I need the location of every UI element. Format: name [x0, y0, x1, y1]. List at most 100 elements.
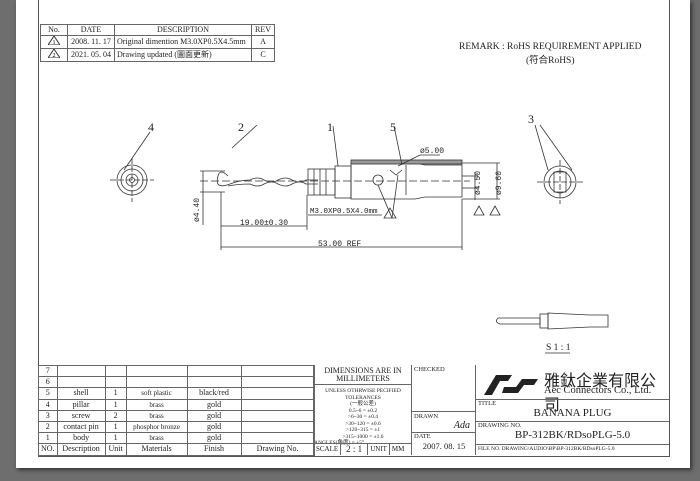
callout-3: 3	[528, 112, 534, 126]
scale-view: S 1 : 1	[496, 312, 609, 354]
bom-cell-finish: gold	[186, 398, 242, 411]
remark-line2: (符合RoHS)	[525, 56, 575, 66]
checked-label: CHECKED	[414, 366, 445, 373]
bom-cell-desc: body	[56, 432, 106, 445]
callout-2: 2	[238, 120, 244, 134]
callout-1: 1	[327, 120, 333, 134]
title-label: TITLE	[478, 400, 497, 407]
bom-cell-no: 5	[38, 387, 58, 400]
bom-header: Finish	[186, 443, 242, 456]
scale-value: 2 : 1	[341, 444, 369, 455]
rev-letter: C	[251, 48, 275, 62]
tolerance-line: (一般公差)	[350, 401, 376, 407]
tolerance-line: >120~315 = ±1	[345, 427, 381, 433]
unit-label: UNIT	[368, 444, 390, 455]
bom-cell-no: 6	[38, 376, 58, 389]
bom-cell-unit: 1	[104, 387, 127, 400]
revision-table: No. DATE DESCRIPTION REV 1 2008. 11. 17 …	[40, 24, 275, 62]
dim-thread: M3.0XP0.5X4.0mm	[310, 208, 378, 216]
dim-d960: ø9.60	[495, 171, 504, 195]
bom-cell-mat: brass	[125, 398, 188, 411]
company-name-en: Aec Connectors Co., Ltd.	[544, 385, 652, 396]
bom-cell-mat	[125, 376, 188, 389]
end-view-left	[110, 131, 154, 202]
bom-cell-unit: 1	[104, 420, 127, 434]
bom-cell-mat	[125, 364, 188, 378]
drawing-number: BP-312BK/RDsoPLG-5.0	[514, 429, 631, 441]
side-view	[200, 124, 501, 250]
bom-header: Unit	[104, 443, 127, 456]
bom-cell-finish	[186, 364, 242, 378]
company-logo	[484, 375, 538, 395]
bom-cell-mat: phosphor bronze	[125, 420, 188, 434]
bom-row: 7	[38, 364, 315, 378]
unit-value: MM	[391, 445, 405, 453]
bom-cell-desc: pillar	[56, 398, 106, 411]
bom-cell-finish: black/red	[186, 387, 242, 400]
tolerance-line: 0.5~6 = ±0.2	[348, 407, 378, 414]
scale-label: SCALE	[314, 444, 342, 455]
bom-cell-desc	[56, 376, 106, 389]
bom-cell-dwg	[240, 376, 315, 389]
bom-header: Description	[56, 443, 106, 456]
end-view-right	[534, 124, 583, 204]
remark: REMARK : RoHS REQUIREMENT APPLIED (符合RoH…	[459, 42, 641, 66]
bom-cell-mat: brass	[125, 432, 188, 445]
callout-4: 4	[148, 120, 154, 134]
bom-cell-no: 7	[38, 364, 58, 378]
bom-cell-dwg	[240, 432, 315, 445]
bom-row: 6	[38, 376, 315, 389]
triangle-icon	[473, 205, 485, 216]
approval-block: CHECKED DRAWN Ada DATE 2007. 08. 15	[411, 365, 476, 455]
dim-d500: ø5.00	[420, 147, 444, 156]
bom-cell-mat: brass	[125, 409, 188, 422]
bom-cell-no: 1	[38, 432, 58, 445]
tolerance-line: >30~120 = ±0.6	[345, 420, 381, 427]
tolerance-title: UNLESS OTHRWISE PECIFIED TOLERANCES	[325, 388, 401, 401]
drawn-label: DRAWN	[414, 413, 439, 420]
bom-cell-finish: gold	[186, 409, 242, 422]
tolerance-line: >315~1000 = ±1.6	[342, 433, 384, 440]
dim-19: 19.00±0.30	[240, 219, 288, 228]
tolerance-line: >6~30 = ±0.4	[347, 414, 379, 420]
title-block: 雅鈦企業有限公司 Aec Connectors Co., Ltd. TITLE …	[475, 365, 669, 455]
rev-row: 1 2008. 11. 17 Original dimention M3.0XP…	[40, 35, 275, 49]
bom-cell-dwg	[240, 409, 315, 422]
rev-row: 2 2021. 05. 04 Drawing updated (圖面更新) C	[40, 48, 275, 62]
bom-cell-desc: shell	[56, 387, 106, 400]
bom-cell-finish	[186, 376, 242, 389]
bom-cell-dwg	[240, 420, 315, 434]
rev-letter: A	[251, 35, 275, 49]
bom-cell-finish: gold	[186, 432, 242, 445]
triangle-icon	[383, 207, 397, 219]
date-label: DATE	[414, 433, 431, 440]
bom-cell-mat: soft plastic	[125, 387, 188, 400]
file-number: FILE NO. DRAWING\AUDIO\BP\BP-312BK/RDsoP…	[478, 446, 615, 452]
bom-cell-unit: 1	[104, 432, 127, 445]
dim-d450: ø4.50	[474, 171, 483, 195]
svg-text:1: 1	[53, 40, 56, 45]
drawing-date: 2007. 08. 15	[422, 441, 466, 451]
drawing-frame	[38, 0, 670, 457]
bom-cell-finish: gold	[186, 420, 242, 434]
bom-cell-unit: 1	[104, 398, 127, 411]
bom-header: NO.	[38, 443, 58, 456]
bom-cell-dwg	[240, 364, 315, 378]
drawn-by: Ada	[453, 420, 470, 431]
bom-cell-desc: screw	[56, 409, 106, 422]
bom-cell-unit	[104, 376, 127, 389]
dimensions-title: DIMENSIONS ARE IN MILLIMETERS	[324, 366, 402, 383]
dimensions-block: DIMENSIONS ARE IN MILLIMETERS UNLESS OTH…	[313, 365, 412, 455]
callout-5: 5	[390, 120, 396, 134]
bom-cell-no: 3	[38, 409, 58, 422]
bom-header: Materials	[125, 443, 188, 456]
remark-line1: REMARK : RoHS REQUIREMENT APPLIED	[459, 42, 642, 52]
company-name-cn: 雅鈦企業有限公司	[544, 373, 657, 414]
triangle-icon	[489, 205, 501, 216]
